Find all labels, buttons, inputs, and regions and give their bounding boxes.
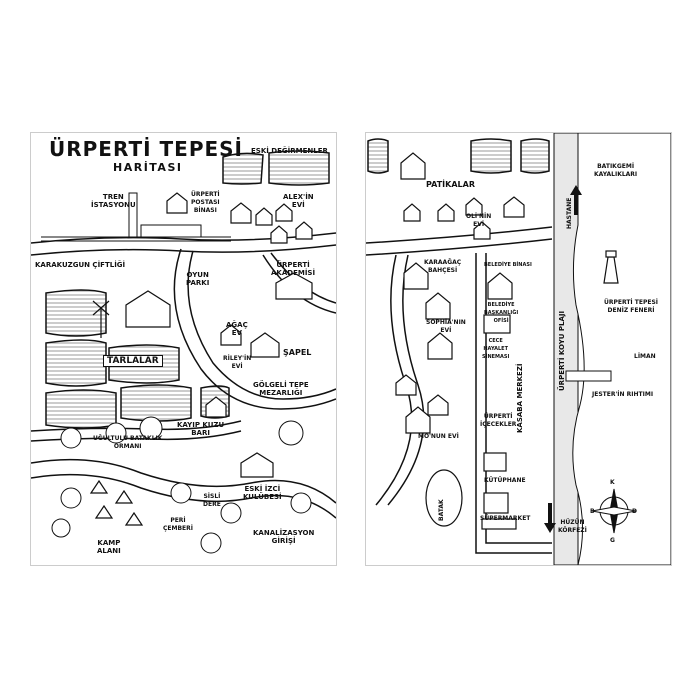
label-batikgemi: BATIKGEMİ KAYALIKLARI <box>594 163 638 178</box>
label-golgeli-tepe: GÖLGELİ TEPE MEZARLIĞI <box>253 381 309 397</box>
label-patikalar: PATİKALAR <box>426 180 475 189</box>
label-sophia-evi: SOPHİA'NIN EVİ <box>426 319 466 334</box>
lighthouse <box>603 250 619 284</box>
left-map-drawing <box>31 150 336 554</box>
pier <box>565 370 612 382</box>
tents <box>89 479 144 526</box>
label-kasaba-merkezi: KASABA MERKEZİ <box>516 363 524 433</box>
compass-s: G <box>610 537 615 544</box>
label-agac-ev: AĞAÇ EV <box>226 321 248 337</box>
label-mo-evi: MO'NUN EVİ <box>418 433 459 440</box>
label-ugultulu-orman: UĞULTULU BATAKLIK ORMANI <box>93 435 163 450</box>
right-map-drawing <box>366 133 671 565</box>
label-oli-evi: OLİ'NİN EVİ <box>466 213 492 228</box>
label-belediye-baskani: BELEDİYE BAŞKANLIĞI OFİSİ <box>484 302 519 324</box>
label-tren-istasyonu: TREN İSTASYONU <box>91 193 136 209</box>
map-subtitle: HARİTASI <box>113 161 183 174</box>
label-eski-degirmenler: ESKİ DEĞİRMENLER <box>251 147 328 155</box>
label-tarlalar: TARLALAR <box>103 355 163 367</box>
label-belediye: BELEDİYE BİNASI <box>484 262 532 268</box>
label-riley-evi: RİLEY'İN EVİ <box>223 355 252 370</box>
label-peri-cemberi: PERİ ÇEMBERİ <box>163 517 193 532</box>
label-kayip-kuzu: KAYIP KUZU BARI <box>177 421 225 437</box>
label-huzun-korfezi: HÜZÜN KÖRFEZİ <box>558 519 587 534</box>
label-liman: LİMAN <box>634 353 656 360</box>
label-sapel: ŞAPEL <box>283 348 312 357</box>
fields-right <box>367 138 550 174</box>
buildings <box>125 192 313 478</box>
label-urperti-icecekler: ÜRPERTİ İÇECEKLER <box>480 413 517 428</box>
label-cece-sinemasi: CECE HAYALET SİNEMASI <box>482 338 510 360</box>
windmill <box>92 300 110 338</box>
compass-e: D <box>632 508 637 515</box>
label-jester-rihtimi: JESTER'İN RIHTIMI <box>592 391 654 398</box>
arrows <box>544 185 582 533</box>
label-karaagac: KARAAĞAÇ BAHÇESİ <box>424 259 462 274</box>
label-alex-evi: ALEX'İN EVİ <box>283 193 314 209</box>
label-hastane: HASTANE <box>566 197 573 229</box>
label-kutuphane: KÜTÜPHANE <box>484 477 526 484</box>
compass-rose <box>591 488 637 534</box>
label-kanalizasyon: KANALİZASYON GİRİŞİ <box>253 529 315 545</box>
label-sisli-dere: SİSLİ DERE <box>203 493 221 508</box>
label-batak: BATAK <box>438 499 445 521</box>
compass-w: B <box>590 508 595 515</box>
label-urperti-akademisi: ÜRPERTİ AKADEMİSİ <box>271 261 316 277</box>
buildings-right <box>395 152 525 530</box>
sea <box>572 133 671 565</box>
label-kamp-alani: KAMP ALANI <box>97 539 121 555</box>
map-page-right: PATİKALAR OLİ'NİN EVİ BATIKGEMİ KAYALIKL… <box>365 132 672 566</box>
pond <box>425 469 463 527</box>
label-karakuzgun: KARAKUZGUN ÇİFTLİĞİ <box>35 261 126 269</box>
label-urperti-koyu-plaji: ÜRPERTİ KOYU PLAJI <box>558 310 566 391</box>
label-urperti-deniz-feneri: ÜRPERTİ TEPESİ DENİZ FENERİ <box>604 299 658 314</box>
map-title: ÜRPERTİ TEPESİ <box>49 137 243 161</box>
compass-n: K <box>610 479 615 486</box>
label-supermarket: SÜPERMARKET <box>480 515 531 522</box>
label-eski-izci: ESKİ İZCİ KULÜBESİ <box>243 485 282 501</box>
fields <box>45 150 330 429</box>
railway <box>41 192 231 242</box>
label-urperti-postasi: ÜRPERTİ POSTASI BİNASI <box>191 191 220 214</box>
label-oyun-parki: OYUN PARKI <box>186 271 210 287</box>
trees <box>51 416 312 554</box>
map-page-left: ÜRPERTİ TEPESİ HARİTASI ESKİ DEĞİRMENLER… <box>30 132 337 566</box>
